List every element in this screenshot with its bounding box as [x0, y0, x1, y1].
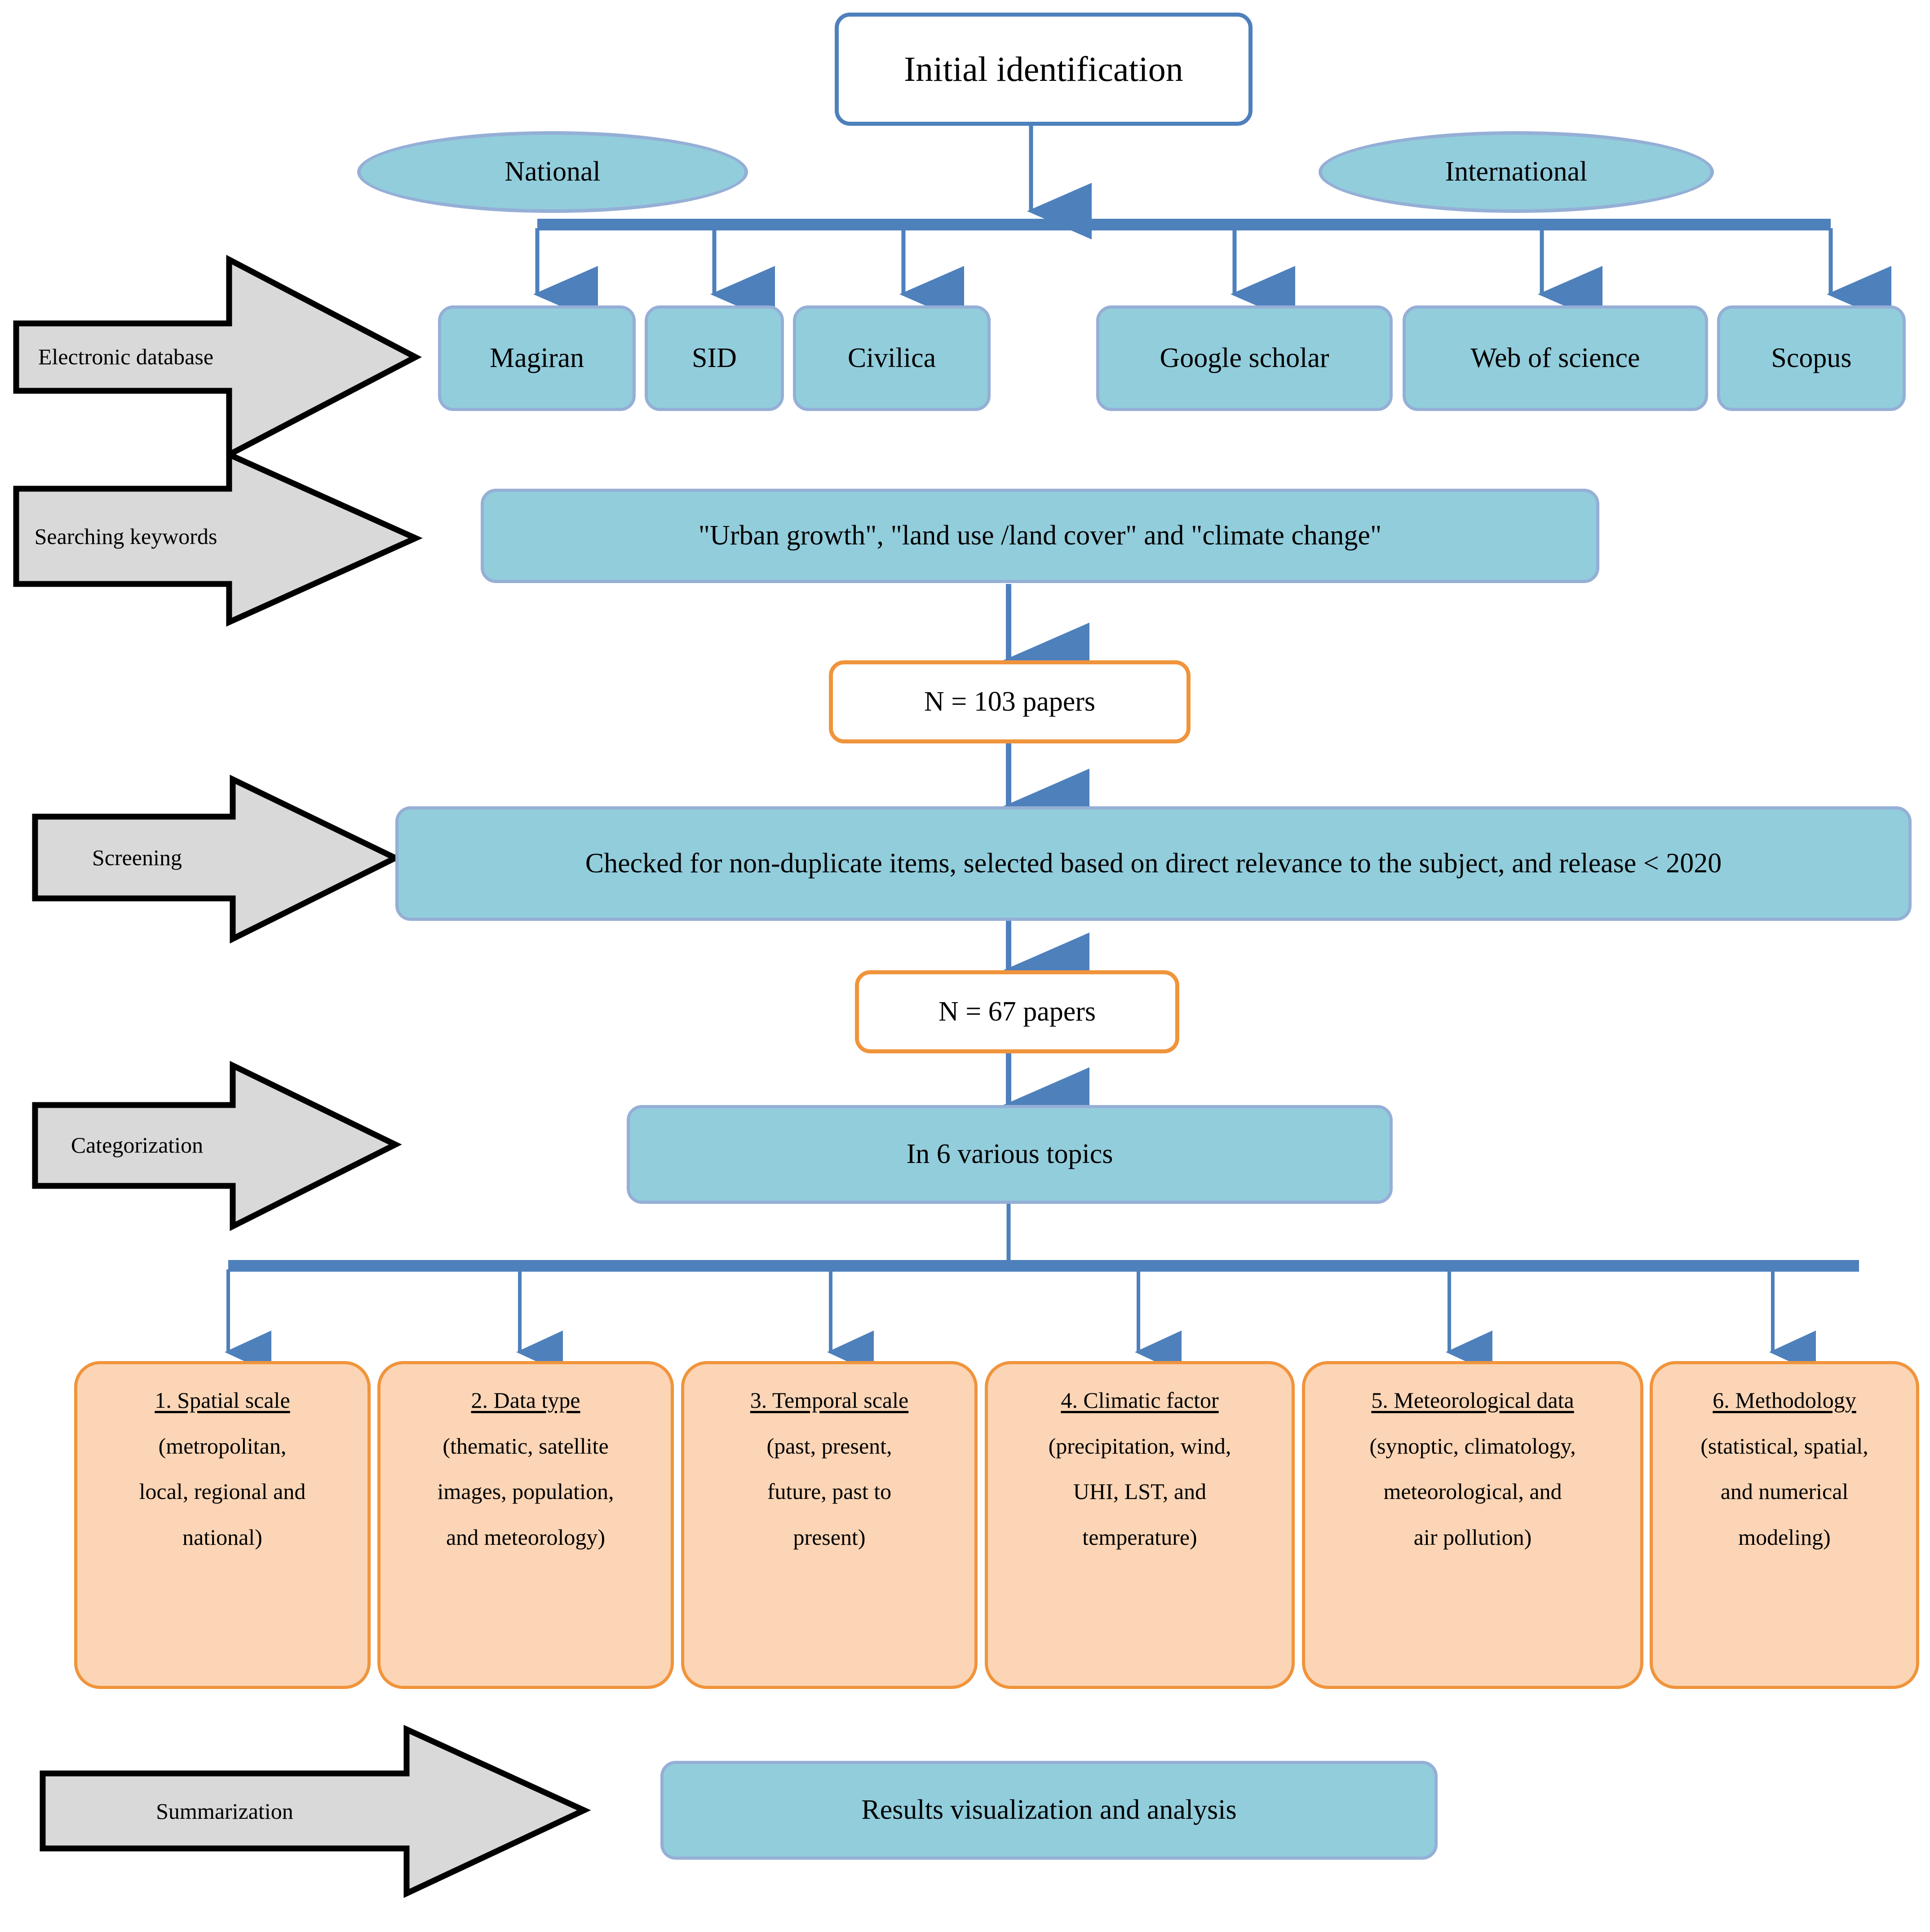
database-box-magiran-label: Magiran — [489, 342, 584, 373]
database-box-civilica[interactable]: Civilica — [793, 305, 991, 411]
count-box-screened: N = 67 papers — [855, 970, 1179, 1053]
category-box-3-line-3: present) — [793, 1524, 866, 1550]
category-box-6-title: 6. Methodology — [1713, 1388, 1856, 1413]
category-box-3-line-2: future, past to — [767, 1479, 892, 1504]
count-box-screened-label: N = 67 papers — [938, 996, 1096, 1027]
category-box-1-line-3: national) — [182, 1524, 262, 1550]
keywords-box-label: "Urban growth", "land use /land cover" a… — [698, 520, 1382, 551]
category-box-1: 1. Spatial scale (metropolitan, local, r… — [74, 1361, 371, 1689]
stage-label-screening: Screening — [38, 833, 236, 883]
category-box-1-line-2: local, regional and — [139, 1479, 306, 1504]
title-box: Initial identification — [835, 13, 1253, 126]
keywords-box: "Urban growth", "land use /land cover" a… — [481, 489, 1599, 583]
database-box-google-scholar[interactable]: Google scholar — [1096, 305, 1393, 411]
category-box-3-line-1: (past, present, — [766, 1433, 892, 1459]
category-box-6-line-2: and numerical — [1720, 1479, 1849, 1504]
source-ellipse-international-label: International — [1445, 156, 1588, 187]
stage-label-searching-keywords-text: Searching keywords — [34, 524, 217, 549]
category-box-6-line-1: (statistical, spatial, — [1700, 1433, 1868, 1459]
category-box-6-line-3: modeling) — [1738, 1524, 1831, 1550]
stage-label-categorization-text: Categorization — [71, 1132, 204, 1158]
count-box-initial-label: N = 103 papers — [924, 686, 1096, 717]
category-box-4-title: 4. Climatic factor — [1061, 1388, 1219, 1413]
database-box-magiran[interactable]: Magiran — [438, 305, 636, 411]
category-box-5-line-3: air pollution) — [1413, 1524, 1532, 1550]
category-box-5-line-2: meteorological, and — [1383, 1479, 1562, 1504]
database-box-google-scholar-label: Google scholar — [1160, 342, 1329, 373]
category-box-4-line-2: UHI, LST, and — [1073, 1479, 1207, 1504]
database-box-sid[interactable]: SID — [645, 305, 784, 411]
category-box-2: 2. Data type (thematic, satellite images… — [377, 1361, 674, 1689]
source-ellipse-national-label: National — [505, 156, 601, 187]
results-box-label: Results visualization and analysis — [861, 1795, 1237, 1826]
topics-box-label: In 6 various topics — [906, 1139, 1113, 1170]
topics-box: In 6 various topics — [627, 1105, 1393, 1204]
category-box-4: 4. Climatic factor (precipitation, wind,… — [985, 1361, 1295, 1689]
category-box-6: 6. Methodology (statistical, spatial, an… — [1650, 1361, 1919, 1689]
stage-label-screening-text: Screening — [92, 845, 182, 871]
category-box-3: 3. Temporal scale (past, present, future… — [681, 1361, 978, 1689]
category-box-5-line-1: (synoptic, climatology, — [1369, 1433, 1576, 1459]
database-box-scopus[interactable]: Scopus — [1717, 305, 1906, 411]
source-ellipse-international: International — [1319, 131, 1714, 213]
database-box-sid-label: SID — [692, 342, 737, 373]
stage-arrow-summarization — [43, 1773, 407, 1774]
database-box-web-of-science[interactable]: Web of science — [1403, 305, 1708, 411]
database-box-scopus-label: Scopus — [1771, 342, 1852, 373]
source-ellipse-national: National — [357, 131, 748, 213]
stage-label-searching-keywords: Searching keywords — [18, 512, 234, 561]
category-box-2-title: 2. Data type — [471, 1388, 580, 1413]
category-box-4-line-3: temperature) — [1082, 1524, 1197, 1550]
stage-label-categorization: Categorization — [38, 1121, 236, 1170]
screening-box: Checked for non-duplicate items, selecte… — [395, 806, 1912, 921]
screening-box-label: Checked for non-duplicate items, selecte… — [585, 848, 1722, 879]
title-box-label: Initial identification — [904, 49, 1183, 89]
category-box-3-title: 3. Temporal scale — [750, 1388, 909, 1413]
category-box-2-line-2: images, population, — [437, 1479, 614, 1504]
category-box-5: 5. Meteorological data (synoptic, climat… — [1302, 1361, 1643, 1689]
category-box-2-line-1: (thematic, satellite — [443, 1433, 609, 1459]
category-box-2-line-3: and meteorology) — [446, 1524, 606, 1550]
database-box-web-of-science-label: Web of science — [1470, 342, 1640, 373]
category-box-1-title: 1. Spatial scale — [155, 1388, 290, 1413]
results-box: Results visualization and analysis — [660, 1761, 1438, 1860]
stage-label-summarization: Summarization — [45, 1787, 404, 1836]
category-box-5-title: 5. Meteorological data — [1371, 1388, 1574, 1413]
stage-label-electronic-database: Electronic database — [18, 332, 234, 382]
stage-label-electronic-database-text: Electronic database — [38, 344, 214, 370]
count-box-initial: N = 103 papers — [829, 660, 1191, 743]
stage-label-summarization-text: Summarization — [156, 1799, 293, 1824]
database-box-civilica-label: Civilica — [847, 342, 936, 373]
category-box-4-line-1: (precipitation, wind, — [1048, 1433, 1231, 1459]
category-box-1-line-1: (metropolitan, — [158, 1433, 287, 1459]
